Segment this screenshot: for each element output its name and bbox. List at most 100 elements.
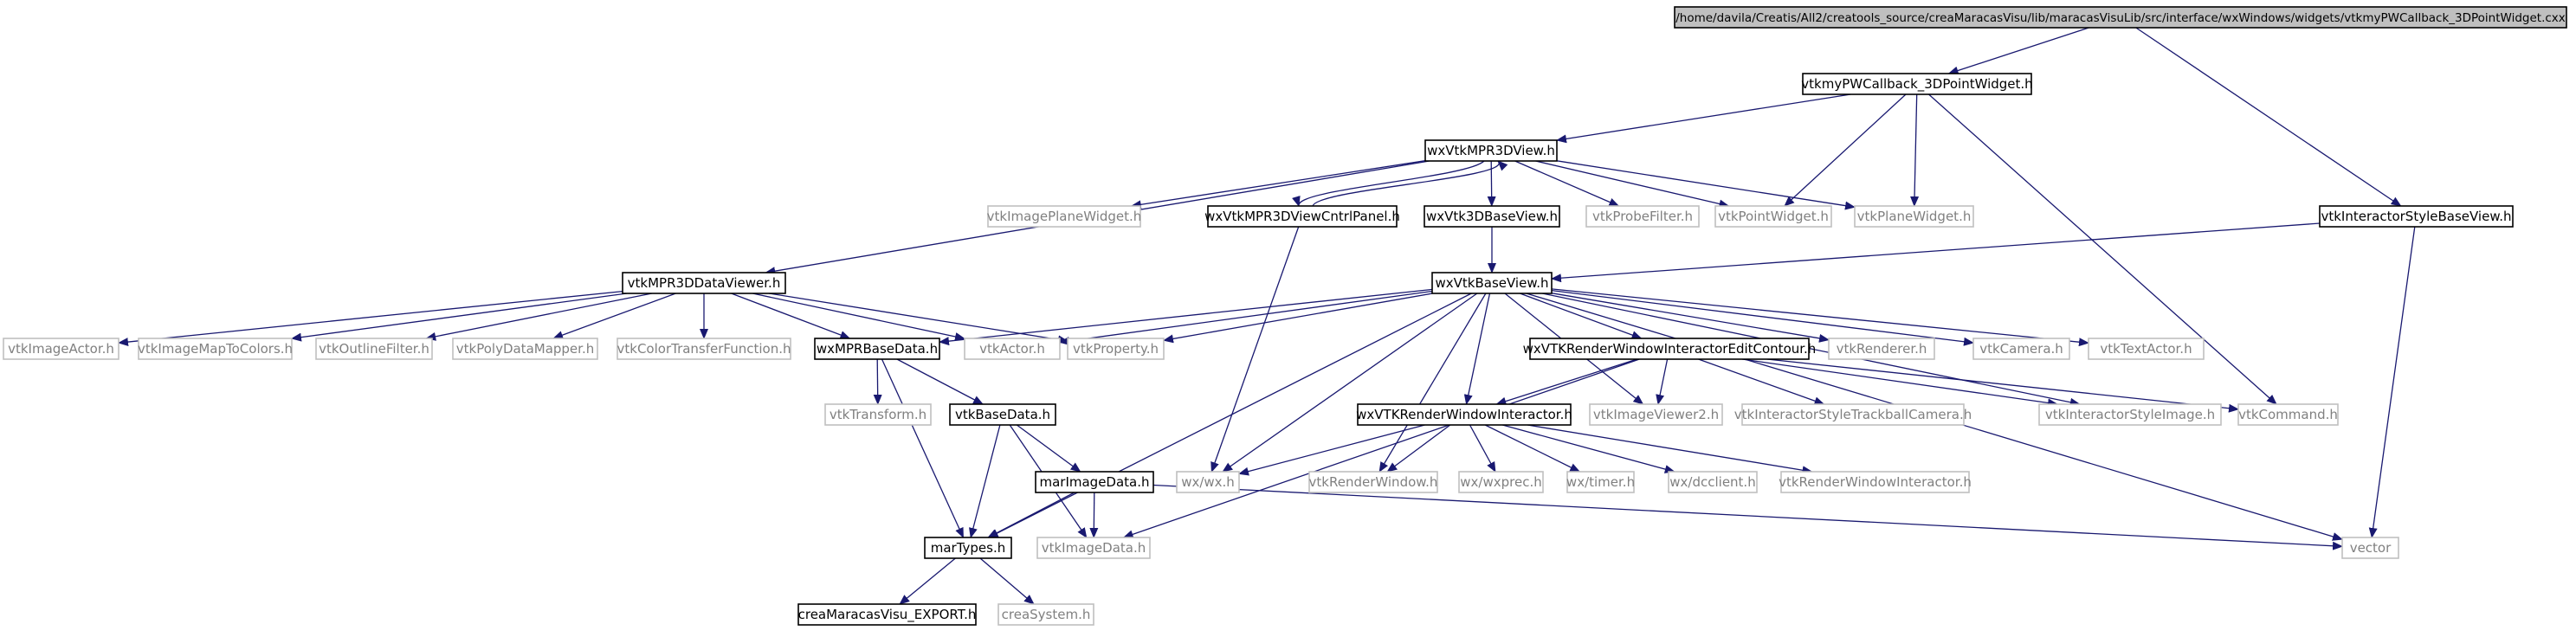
- node-wxwx: wx/wx.h: [1176, 471, 1240, 493]
- node-label: vtkPolyDataMapper.h: [456, 341, 594, 357]
- edge-basev-to-camera: [1551, 289, 1974, 346]
- node-box: [2237, 403, 2339, 426]
- edge-callbackh-to-mpr3dview: [1556, 93, 1851, 144]
- node-box: [1308, 471, 1438, 493]
- node-vtkimagedata: vtkImageData.h: [1036, 537, 1151, 559]
- node-box: [1424, 205, 1560, 228]
- node-label: vtkImageActor.h: [8, 341, 114, 357]
- edge-callbackh-to-planew: [1910, 93, 1920, 207]
- node-box: [1972, 338, 2070, 360]
- node-label: vtkColorTransferFunction.h: [617, 341, 791, 357]
- edge-basev-to-istyleimage: [1542, 293, 2081, 407]
- edge-mprdataviewer-to-prop: [768, 293, 1068, 344]
- node-box: [2088, 338, 2205, 360]
- node-box: [315, 338, 433, 360]
- node-istyleimage: vtkInteractorStyleImage.h: [2038, 403, 2222, 426]
- node-export[interactable]: creaMaracasVisu_EXPORT.h: [797, 603, 977, 626]
- edges-layer: [118, 27, 2416, 605]
- node-timer: wx/timer.h: [1566, 471, 1635, 493]
- node-box: [1802, 73, 2032, 95]
- edge-martypes-to-creasystem: [979, 557, 1035, 605]
- node-probe: vtkProbeFilter.h: [1585, 205, 1700, 228]
- node-box: [1529, 338, 1810, 360]
- edge-mprdataviewer-to-mprbase: [731, 293, 851, 339]
- node-label: vtkProbeFilter.h: [1592, 209, 1693, 224]
- edge-basev-to-rwi: [1463, 293, 1491, 405]
- node-box: [1424, 139, 1558, 162]
- node-wx3dbase[interactable]: wxVtk3DBaseView.h: [1424, 205, 1560, 228]
- edge-mprdataviewer-to-outline: [425, 293, 652, 341]
- edge-editcontour-to-imgviewer2: [1656, 358, 1669, 405]
- edge-basev-to-wxwx: [1222, 293, 1478, 473]
- node-martypes[interactable]: marTypes.h: [924, 537, 1012, 559]
- node-mprbase[interactable]: wxMPRBaseData.h: [814, 338, 940, 360]
- node-label: wxVtkBaseView.h: [1436, 275, 1549, 291]
- node-box: [2341, 537, 2399, 559]
- node-label: vtkmyPWCallback_3DPointWidget.h: [1801, 76, 2032, 93]
- node-box: [138, 338, 293, 360]
- node-box: [1589, 403, 1723, 426]
- node-box: [1828, 338, 1935, 360]
- edge-mprdataviewer-to-imgmap: [291, 293, 627, 342]
- node-box: [964, 338, 1061, 360]
- node-mpr3dview[interactable]: wxVtkMPR3DView.h: [1424, 139, 1558, 162]
- node-box: [1674, 6, 2567, 29]
- node-marimage[interactable]: marImageData.h: [1035, 471, 1154, 493]
- node-rwi[interactable]: wxVTKRenderWindowInteractor.h: [1356, 403, 1572, 426]
- node-editcontour[interactable]: wxVTKRenderWindowInteractorEditContour.h: [1523, 338, 1817, 360]
- node-root[interactable]: /home/davila/Creatis/All2/creatools_sour…: [1674, 6, 2567, 29]
- node-actor: vtkActor.h: [964, 338, 1061, 360]
- node-vtkrwi: vtkRenderWindowInteractor.h: [1779, 471, 1972, 493]
- node-box: [3, 338, 119, 360]
- edge-mprdataviewer-to-polymap: [552, 293, 676, 339]
- edge-basev-to-martypes: [987, 293, 1472, 538]
- edge-root-to-isbv: [2135, 27, 2402, 207]
- node-box: [1714, 205, 1832, 228]
- edge-editcontour-to-istyleimage: [1741, 358, 2058, 408]
- node-box: [987, 205, 1141, 228]
- node-mprdataviewer[interactable]: vtkMPR3DDataViewer.h: [622, 272, 786, 294]
- node-box: [1854, 205, 1974, 228]
- node-box: [2038, 403, 2222, 426]
- node-renderer: vtkRenderer.h: [1828, 338, 1935, 360]
- edge-marimage-to-martypes: [987, 492, 1075, 538]
- edge-editcontour-to-vtkimagedata: [1122, 358, 1640, 539]
- edge-isbv-to-vector: [2368, 226, 2416, 538]
- node-label: vtkTransform.h: [830, 407, 926, 422]
- node-textactor: vtkTextActor.h: [2088, 338, 2205, 360]
- edge-editcontour-to-trackball: [1698, 358, 1825, 405]
- node-label: wx/wx.h: [1181, 474, 1235, 490]
- node-callbackh[interactable]: vtkmyPWCallback_3DPointWidget.h: [1801, 73, 2033, 95]
- node-colortf: vtkColorTransferFunction.h: [617, 338, 791, 360]
- node-polymap: vtkPolyDataMapper.h: [452, 338, 598, 360]
- edge-ctrlpanel-to-wxwx: [1211, 226, 1300, 473]
- edge-rwi-to-wxwx: [1238, 424, 1425, 476]
- node-label: vtkCommand.h: [2238, 407, 2338, 422]
- node-basedata[interactable]: vtkBaseData.h: [949, 403, 1056, 426]
- node-isbv[interactable]: vtkInteractorStyleBaseView.h: [2319, 205, 2514, 228]
- node-basev[interactable]: wxVtkBaseView.h: [1431, 272, 1553, 294]
- node-box: [1176, 471, 1240, 493]
- node-label: vtkInteractorStyleBaseView.h: [2321, 209, 2511, 224]
- node-label: vtkPlaneWidget.h: [1857, 209, 1972, 224]
- edge-mprdataviewer-to-actor: [752, 293, 965, 341]
- node-box: [1668, 471, 1758, 493]
- edge-martypes-to-export: [899, 557, 956, 605]
- node-renderwin: vtkRenderWindow.h: [1308, 471, 1438, 493]
- node-label: vtkImagePlaneWidget.h: [987, 209, 1142, 224]
- edge-marimage-to-vector: [1152, 484, 2343, 550]
- edge-basev-to-textactor: [1551, 288, 2089, 347]
- node-ctrlpanel[interactable]: wxVtkMPR3DViewCntrlPanel.h: [1204, 205, 1400, 228]
- node-imgmap: vtkImageMapToColors.h: [138, 338, 293, 360]
- node-box: [622, 272, 786, 294]
- node-label: vtkProperty.h: [1073, 341, 1159, 357]
- node-box: [1458, 471, 1544, 493]
- node-label: marImageData.h: [1039, 474, 1149, 490]
- edge-basev-to-renderwin: [1378, 293, 1487, 473]
- node-command: vtkCommand.h: [2237, 403, 2339, 426]
- edge-callbackh-to-pointw: [1784, 93, 1907, 207]
- node-wxprec: wx/wxprec.h: [1458, 471, 1544, 493]
- edge-rwi-to-vtkrwi: [1527, 424, 1813, 475]
- node-box: [1585, 205, 1700, 228]
- node-label: vtkRenderWindow.h: [1309, 474, 1438, 490]
